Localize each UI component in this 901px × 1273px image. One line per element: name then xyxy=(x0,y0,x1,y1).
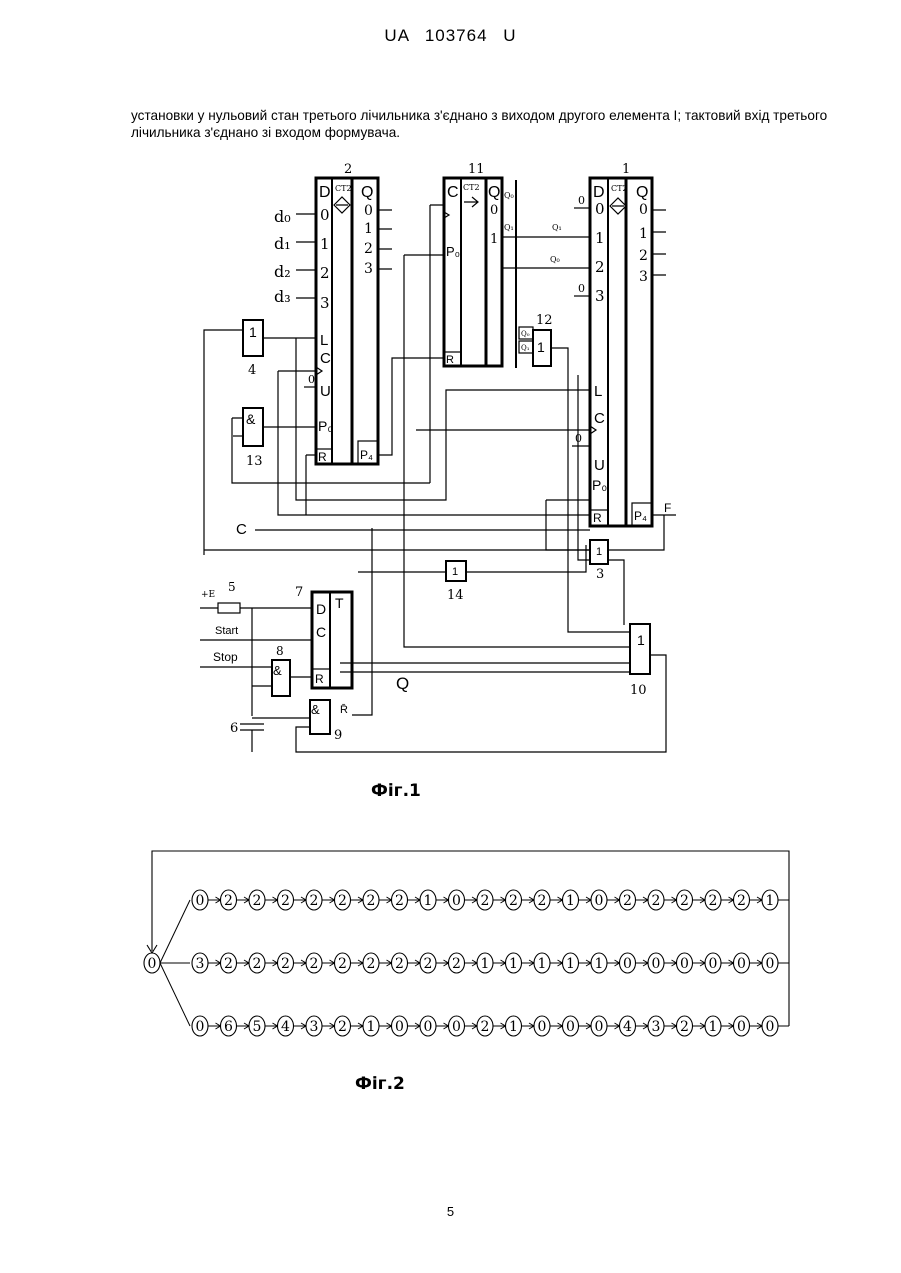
state-label: 2 xyxy=(395,893,404,909)
state-label: 0 xyxy=(652,956,661,972)
state-label: 1 xyxy=(509,1019,518,1035)
state-label: 2 xyxy=(737,893,746,909)
state-label: 2 xyxy=(395,956,404,972)
state-label: 2 xyxy=(709,893,718,909)
state-label: 1 xyxy=(766,893,775,909)
state-label: 1 xyxy=(367,1019,376,1035)
state-label: 0 xyxy=(766,956,775,972)
state-label: 2 xyxy=(680,1019,689,1035)
state-label: 0 xyxy=(196,893,205,909)
state-label: 1 xyxy=(709,1019,718,1035)
state-label: 2 xyxy=(253,956,262,972)
state-label: 1 xyxy=(566,956,575,972)
state-label: 2 xyxy=(538,893,547,909)
state-label: 2 xyxy=(224,956,233,972)
state-label: 0 xyxy=(766,1019,775,1035)
state-label: 0 xyxy=(538,1019,547,1035)
state-label: 3 xyxy=(196,956,205,972)
state-label: 3 xyxy=(652,1019,661,1035)
state-label: 0 xyxy=(595,893,604,909)
figure-2-caption: Фіг.2 xyxy=(355,1074,405,1094)
state-label: 2 xyxy=(310,956,319,972)
state-label: 2 xyxy=(338,956,347,972)
state-label: 0 xyxy=(424,1019,433,1035)
state-label: 2 xyxy=(367,956,376,972)
page-number: 5 xyxy=(0,1204,901,1219)
state-label: 0 xyxy=(737,956,746,972)
state-label: 2 xyxy=(424,956,433,972)
state-label: 2 xyxy=(281,893,290,909)
state-label: 0 xyxy=(623,956,632,972)
state-label: 2 xyxy=(367,893,376,909)
state-label: 3 xyxy=(310,1019,319,1035)
state-label: 2 xyxy=(338,893,347,909)
state-label: 2 xyxy=(253,893,262,909)
state-label: 2 xyxy=(338,1019,347,1035)
state-label: 1 xyxy=(424,893,433,909)
state-label: 1 xyxy=(538,956,547,972)
state-label: 4 xyxy=(281,1019,290,1035)
state-label: 2 xyxy=(680,893,689,909)
state-label: 0 xyxy=(737,1019,746,1035)
state-label: 0 xyxy=(595,1019,604,1035)
state-label: 0 xyxy=(709,956,718,972)
state-label: 0 xyxy=(452,893,461,909)
state-label: 2 xyxy=(623,893,632,909)
state-label: 2 xyxy=(509,893,518,909)
state-label: 0 xyxy=(452,1019,461,1035)
branch-line xyxy=(160,963,190,1026)
state-label: 2 xyxy=(310,893,319,909)
state-label: 1 xyxy=(481,956,490,972)
state-label: 2 xyxy=(652,893,661,909)
state-label: 0 xyxy=(680,956,689,972)
state-label: 2 xyxy=(481,893,490,909)
state-label: 0 xyxy=(196,1019,205,1035)
root-state-label: 0 xyxy=(148,956,157,972)
state-label: 2 xyxy=(452,956,461,972)
branch-line xyxy=(160,900,190,963)
state-label: 2 xyxy=(481,1019,490,1035)
state-label: 4 xyxy=(623,1019,632,1035)
state-label: 0 xyxy=(395,1019,404,1035)
state-label: 1 xyxy=(566,893,575,909)
state-label: 5 xyxy=(253,1019,262,1035)
state-label: 1 xyxy=(595,956,604,972)
state-label: 1 xyxy=(509,956,518,972)
state-label: 6 xyxy=(224,1019,233,1035)
state-label: 2 xyxy=(224,893,233,909)
state-label: 0 xyxy=(566,1019,575,1035)
state-label: 2 xyxy=(281,956,290,972)
